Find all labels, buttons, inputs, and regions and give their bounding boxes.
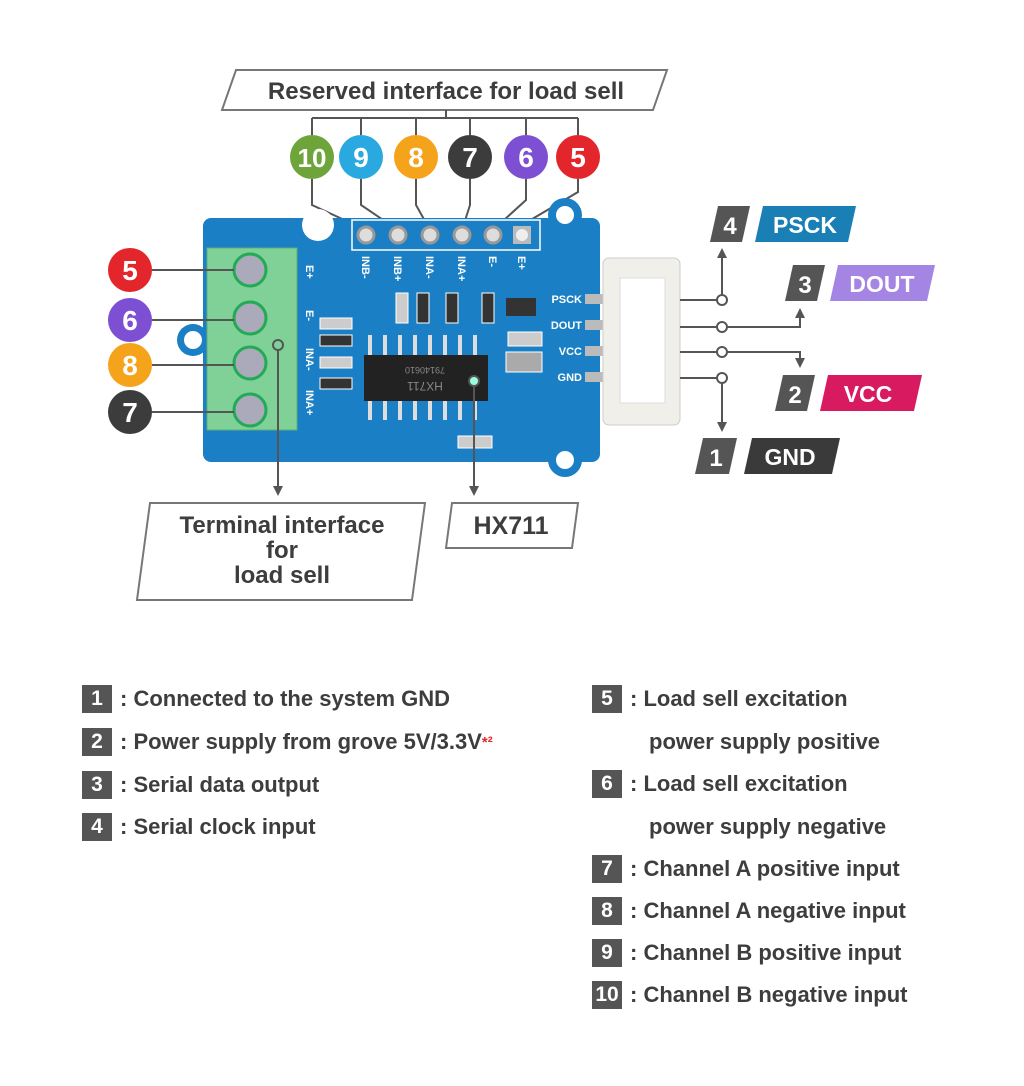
silk-label: GND <box>558 372 583 384</box>
reserved-interface-label-box <box>220 69 669 111</box>
silk-label: DOUT <box>551 320 582 332</box>
legend-item: 3: Serial data output <box>82 770 319 800</box>
svg-text:PSCK: PSCK <box>773 212 837 238</box>
svg-text:6: 6 <box>122 305 138 336</box>
terminal-label-line: load sell <box>234 562 330 589</box>
legend-item-continuation: power supply negative <box>649 814 887 839</box>
pin-label-vcc: 2 VCC <box>775 375 922 411</box>
svg-text:1: 1 <box>709 445 722 472</box>
silk-label: INA- <box>423 256 435 279</box>
terminal-label-line: Terminal interface <box>180 512 385 539</box>
silk-label: INB+ <box>391 256 403 281</box>
silk-label: INA+ <box>455 256 467 281</box>
legend-item: 9: Channel B positive input <box>592 938 901 968</box>
silk-label: E+ <box>515 256 527 270</box>
svg-text:10: 10 <box>298 143 327 173</box>
legend-item: 10: Channel B negative input <box>592 980 907 1010</box>
svg-text:4: 4 <box>723 213 737 240</box>
silk-label: PSCK <box>551 294 582 306</box>
svg-text:7: 7 <box>462 142 478 173</box>
svg-text:VCC: VCC <box>844 381 893 407</box>
legend-item: 1: Connected to the system GND <box>82 684 450 714</box>
legend-item-continuation: power supply positive <box>649 729 881 754</box>
silk-label: E- <box>486 256 498 267</box>
top-pin-markers: 10 9 8 7 6 5 <box>290 135 600 179</box>
pin-label-gnd: 1 GND <box>695 438 840 474</box>
mounting-hole <box>556 451 574 469</box>
terminal-label-line: for <box>266 537 298 564</box>
header-pins <box>356 225 531 245</box>
silk-label: E- <box>303 310 315 321</box>
chip-marking: HX711 <box>407 379 443 393</box>
legend-item: 4: Serial clock input <box>82 812 316 842</box>
mounting-hole <box>556 206 574 224</box>
reserved-interface-label: Reserved interface for load sell <box>268 78 624 105</box>
legend-item: 2: Power supply from grove 5V/3.3V*² <box>82 727 493 757</box>
svg-text:DOUT: DOUT <box>849 271 914 297</box>
svg-text:2: 2 <box>788 382 801 409</box>
grove-hx711-board: INB- INB+ INA- INA+ E- E+ E+ E- INA- INA… <box>177 198 681 477</box>
svg-text:5: 5 <box>122 255 138 286</box>
legend-item: 5: Load sell excitation <box>592 684 848 714</box>
legend-item: 8: Channel A negative input <box>592 896 906 926</box>
svg-text:7: 7 <box>122 397 138 428</box>
hx711-label: HX711 <box>473 512 548 540</box>
pin-label-dout: 3 DOUT <box>785 265 935 301</box>
silk-label: VCC <box>559 346 582 358</box>
silk-label: INA- <box>303 348 315 371</box>
svg-text:6: 6 <box>518 142 534 173</box>
mounting-hole <box>184 331 202 349</box>
pin-label-psck: 4 PSCK <box>710 206 856 242</box>
svg-text:5: 5 <box>570 142 586 173</box>
hx711-label-box <box>444 502 580 549</box>
legend-item: 6: Load sell excitation <box>592 769 848 799</box>
svg-text:3: 3 <box>798 272 811 299</box>
svg-text:8: 8 <box>408 142 424 173</box>
silk-label: INB- <box>359 256 371 279</box>
terminal-interface-label-box <box>135 502 427 601</box>
svg-text:GND: GND <box>764 444 815 470</box>
silk-label: E+ <box>303 265 315 279</box>
svg-text:9: 9 <box>353 142 369 173</box>
chip-marking: 79140610 <box>405 365 445 375</box>
svg-text:8: 8 <box>122 350 138 381</box>
silk-label: INA+ <box>303 390 315 415</box>
footnote-marker: *² <box>481 733 493 751</box>
left-pin-markers: 5 6 8 7 <box>108 248 152 434</box>
mounting-hole <box>302 209 334 241</box>
legend-item: 7: Channel A positive input <box>592 854 900 884</box>
